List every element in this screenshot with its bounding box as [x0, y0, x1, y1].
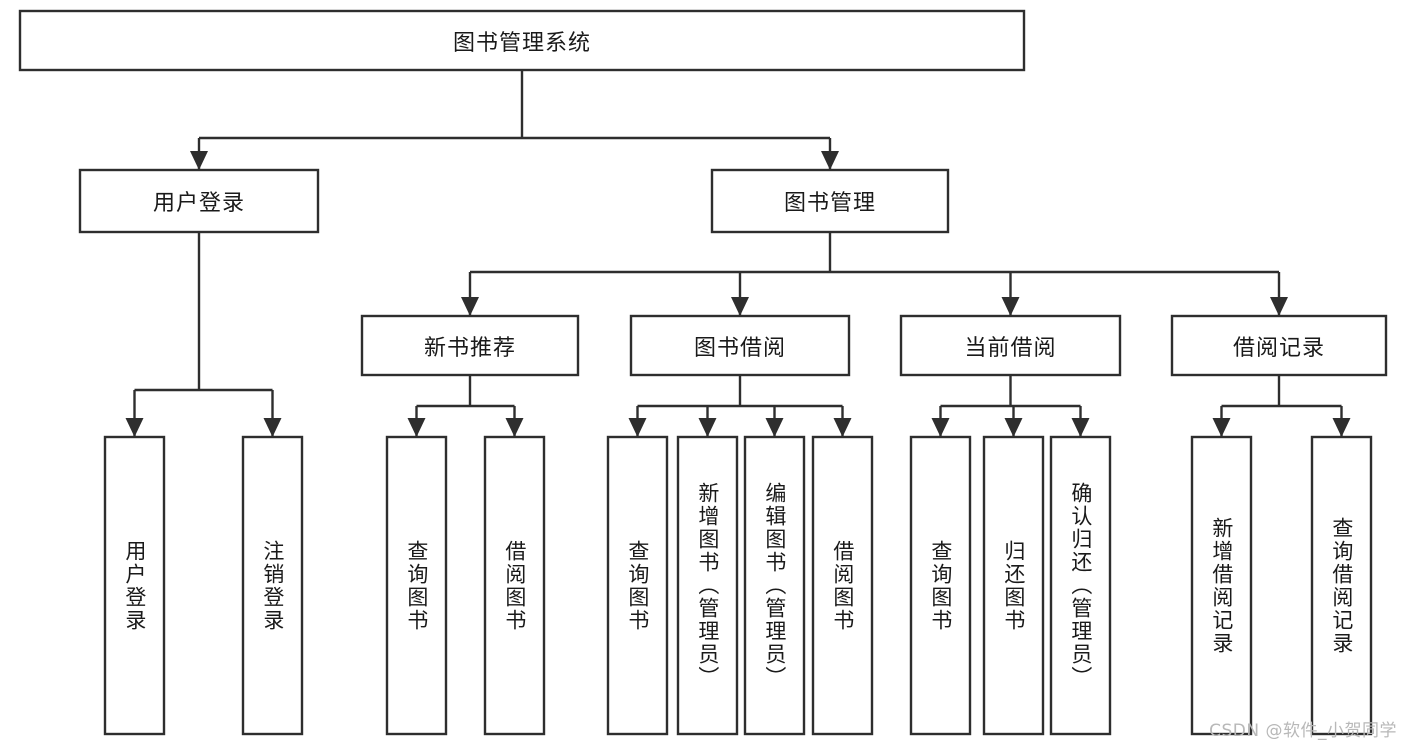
node-box-root[interactable]	[18, 9, 1026, 72]
node-box-leaf-logout[interactable]	[241, 435, 304, 736]
arrow-icon-leaf-add-record	[1212, 418, 1231, 437]
arrow-icon-leaf-query-book-2	[628, 418, 647, 437]
arrow-icon-leaf-borrow-book-2	[833, 418, 852, 437]
arrow-icon-leaf-add-book	[698, 418, 717, 437]
connectors-layer	[125, 70, 1351, 437]
arrow-icon-leaf-logout	[263, 418, 282, 437]
arrow-icon-leaf-query-book-1	[407, 418, 426, 437]
node-box-leaf-borrow-book-2[interactable]	[811, 435, 874, 736]
arrow-icon-leaf-query-record	[1332, 418, 1351, 437]
arrow-icon-borrow-record	[1270, 297, 1288, 316]
node-box-book-borrow[interactable]	[629, 314, 851, 377]
arrow-icon-user-login	[190, 151, 208, 170]
node-boxes-layer	[18, 9, 1388, 736]
arrow-icon-leaf-confirm-return	[1071, 418, 1090, 437]
node-box-user-login[interactable]	[78, 168, 320, 234]
node-box-leaf-add-record[interactable]	[1190, 435, 1253, 736]
arrow-icon-leaf-edit-book	[765, 418, 784, 437]
arrow-icon-leaf-borrow-book-1	[505, 418, 524, 437]
node-box-leaf-return-book[interactable]	[982, 435, 1045, 736]
node-box-book-manage[interactable]	[710, 168, 950, 234]
watermark-text: CSDN @软件_小贺同学	[1209, 721, 1397, 741]
arrow-icon-leaf-query-book-3	[931, 418, 950, 437]
node-box-leaf-query-book-3[interactable]	[909, 435, 972, 736]
arrow-icon-leaf-user-login	[125, 418, 144, 437]
node-box-new-book-rec[interactable]	[360, 314, 580, 377]
node-box-leaf-edit-book[interactable]	[743, 435, 806, 736]
node-box-current-borrow[interactable]	[899, 314, 1122, 377]
arrow-icon-book-borrow	[731, 297, 749, 316]
node-box-leaf-query-book-1[interactable]	[385, 435, 448, 736]
arrow-icon-book-manage	[821, 151, 839, 170]
arrow-icon-leaf-return-book	[1004, 418, 1023, 437]
node-box-leaf-user-login[interactable]	[103, 435, 166, 736]
node-box-borrow-record[interactable]	[1170, 314, 1388, 377]
arrow-icon-new-book-rec	[461, 297, 479, 316]
node-box-leaf-add-book[interactable]	[676, 435, 739, 736]
node-box-leaf-confirm-return[interactable]	[1049, 435, 1112, 736]
node-box-leaf-query-record[interactable]	[1310, 435, 1373, 736]
node-box-leaf-query-book-2[interactable]	[606, 435, 669, 736]
node-box-leaf-borrow-book-1[interactable]	[483, 435, 546, 736]
arrow-icon-current-borrow	[1001, 297, 1020, 316]
